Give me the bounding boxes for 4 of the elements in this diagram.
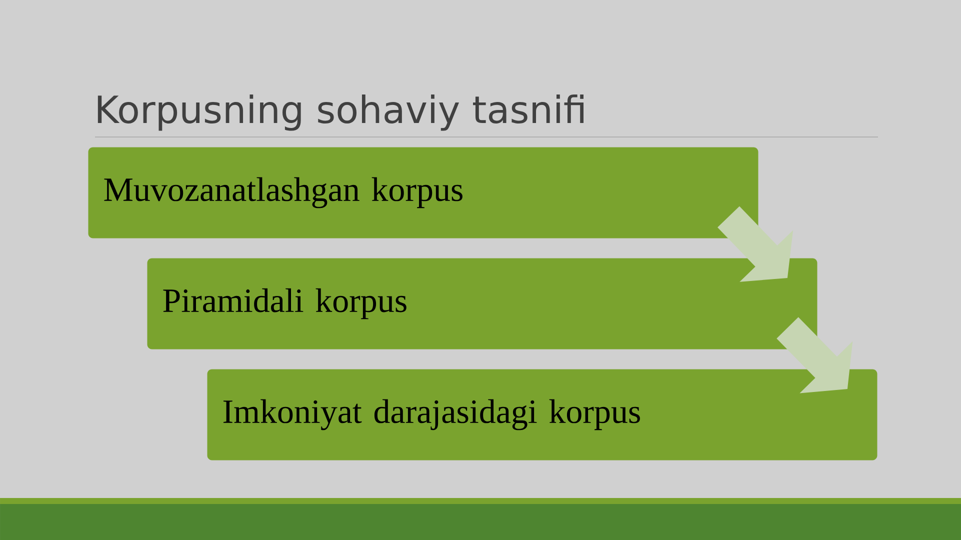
process-box: Imkoniyat darajasidagi korpus [207, 369, 878, 460]
process-box: Piramidali korpus [147, 258, 818, 350]
process-box: Muvozanatlashgan korpus [88, 147, 758, 238]
title: Korpusning sohaviy tasnifi [98, 94, 584, 131]
